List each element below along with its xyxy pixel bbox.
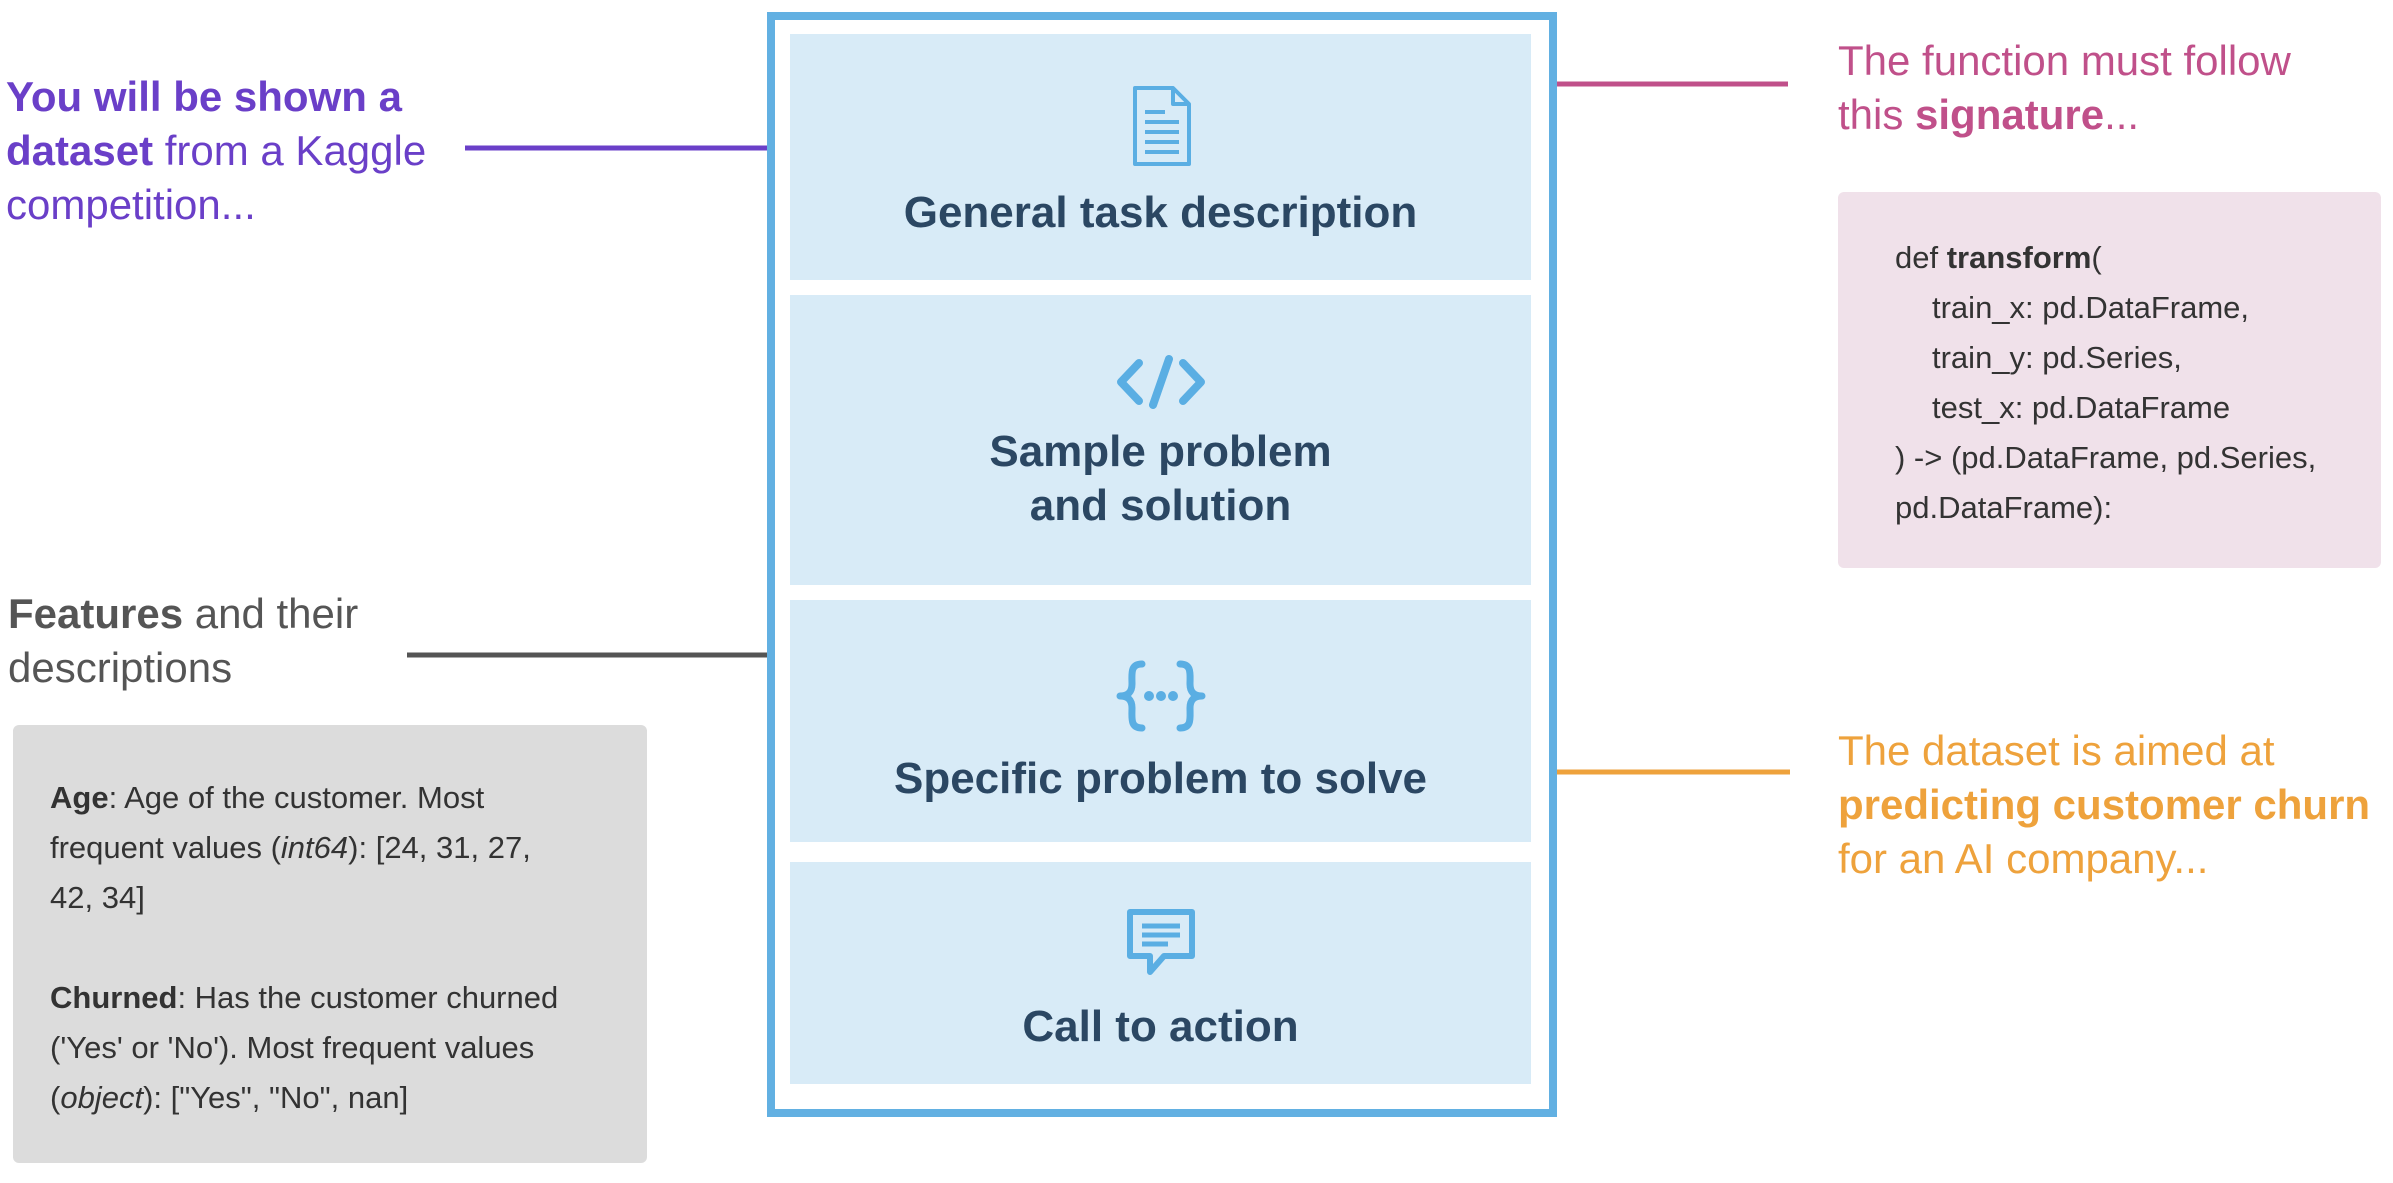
annotation-signature-keyword: signature <box>1915 91 2105 138</box>
feature-churned-values: ): ["Yes", "No", nan] <box>143 1080 409 1115</box>
feature-churned-desc: : Has the customer churned <box>177 980 559 1015</box>
feature-age-values: ): [24, 31, 27, <box>348 830 531 865</box>
section-sample-label-2: and solution <box>1029 481 1292 530</box>
code-line-4: test_x: pd.DataFrame <box>1932 390 2231 425</box>
feature-age-line2: frequent values (int64): [24, 31, 27, <box>50 823 531 873</box>
annotation-churn-line1: The dataset is aimed at <box>1838 727 2275 774</box>
annotation-features-line1: and their <box>183 590 359 637</box>
annotation-signature: The function must follow this signature.… <box>1838 34 2291 142</box>
code-line-3: train_y: pd.Series, <box>1932 340 2182 375</box>
annotation-dataset-line1: You will be shown a <box>6 73 402 120</box>
annotation-churn-line3: for an AI company... <box>1838 835 2209 882</box>
annotation-dataset-keyword: dataset <box>6 127 154 174</box>
code-line-5: ) -> (pd.DataFrame, pd.Series, <box>1895 440 2317 475</box>
annotation-dataset: You will be shown a dataset from a Kaggl… <box>6 70 426 232</box>
feature-churned-type: object <box>60 1080 144 1115</box>
feature-age-desc: : Age of the customer. Most <box>108 780 485 815</box>
section-call-to-action: Call to action <box>790 862 1531 1084</box>
feature-age-type: int64 <box>280 830 349 865</box>
feature-churned-line3: (object): ["Yes", "No", nan] <box>50 1073 408 1123</box>
annotation-signature-line1: The function must follow <box>1838 37 2291 84</box>
code-open-paren: ( <box>2091 240 2102 275</box>
code-line-6: pd.DataFrame): <box>1895 490 2113 525</box>
section-specific-problem: Specific problem to solve <box>790 600 1531 842</box>
section-general-label: General task description <box>903 188 1418 237</box>
section-sample-problem: Sample problem and solution <box>790 295 1531 585</box>
annotation-churn: The dataset is aimed at predicting custo… <box>1838 724 2370 886</box>
annotation-features: Features and their descriptions <box>8 587 358 695</box>
code-icon <box>790 355 1531 422</box>
annotation-dataset-line2: from a Kaggle <box>153 127 427 174</box>
signature-code-box: def transform( train_x: pd.DataFrame, tr… <box>1838 192 2381 568</box>
annotation-dataset-line3: competition... <box>6 181 256 228</box>
document-icon <box>790 86 1531 179</box>
annotation-signature-line2: this <box>1838 91 1916 138</box>
code-line-1: def transform( <box>1895 233 2102 283</box>
chat-bubble-icon <box>790 908 1531 991</box>
code-line-2: train_x: pd.DataFrame, <box>1932 290 2250 325</box>
features-box: Age: Age of the customer. Most frequent … <box>13 725 647 1163</box>
section-sample-label-1: Sample problem <box>989 427 1332 476</box>
feature-age-line3: 42, 34] <box>50 880 145 915</box>
annotation-signature-ellipsis: ... <box>2104 91 2140 138</box>
curly-braces-icon <box>790 660 1531 745</box>
feature-churned-name: Churned <box>50 980 178 1015</box>
code-def-keyword: def <box>1895 240 1947 275</box>
annotation-churn-keyword: predicting customer churn <box>1838 781 2371 828</box>
section-cta-label: Call to action <box>1022 1002 1299 1051</box>
code-function-name: transform <box>1946 240 2092 275</box>
section-specific-label: Specific problem to solve <box>893 754 1428 803</box>
feature-churned-line2: ('Yes' or 'No'). Most frequent values <box>50 1030 535 1065</box>
feature-age-values-label: frequent values ( <box>50 830 281 865</box>
feature-churned-line1: Churned: Has the customer churned <box>50 973 558 1023</box>
feature-age-line1: Age: Age of the customer. Most <box>50 773 484 823</box>
annotation-features-keyword: Features <box>8 590 184 637</box>
feature-churned-values-label: ( <box>50 1080 61 1115</box>
feature-age-name: Age <box>50 780 109 815</box>
section-general-task: General task description <box>790 34 1531 280</box>
annotation-features-line2: descriptions <box>8 644 233 691</box>
